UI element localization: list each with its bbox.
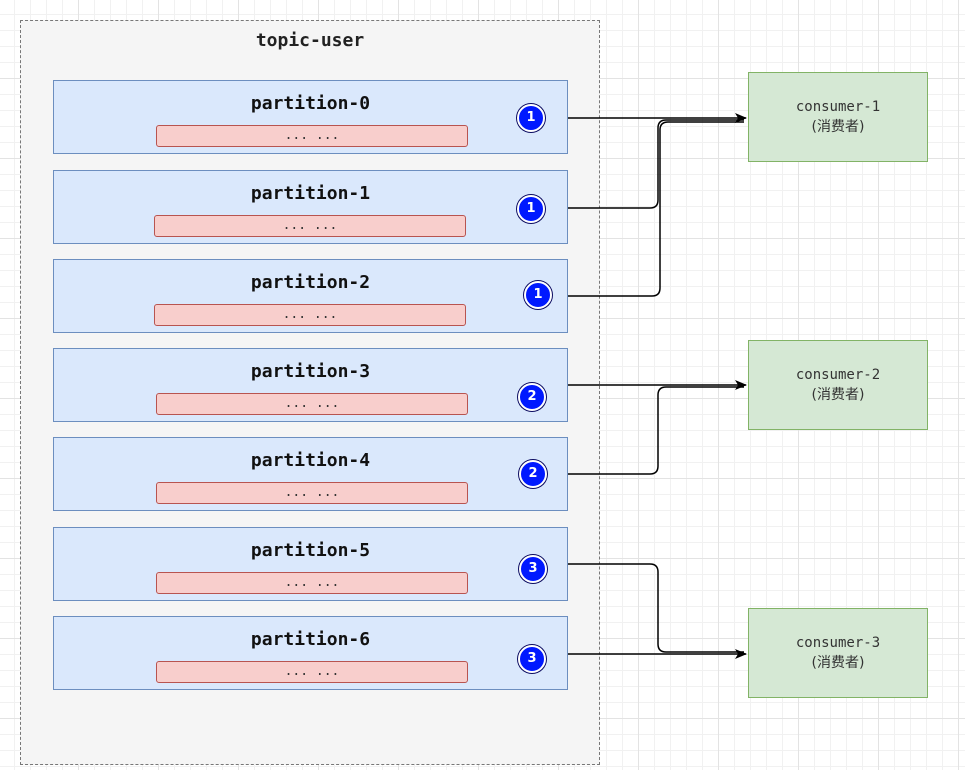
partition-message-bar: ... ... (154, 304, 466, 326)
connector-partition-2 (568, 121, 744, 297)
partition-message-bar: ... ... (156, 661, 468, 683)
partition-label: partition-0 (250, 93, 371, 114)
consumer-box-1[interactable]: consumer-1 (消费者) (748, 72, 928, 162)
connector-partition-5 (568, 563, 744, 653)
partition-label: partition-2 (250, 272, 371, 293)
consumer-number-badge: 1 (517, 104, 545, 132)
consumer-subtitle: (消费者) (811, 655, 865, 671)
consumer-box-3[interactable]: consumer-3 (消费者) (748, 608, 928, 698)
consumer-subtitle: (消费者) (811, 387, 865, 403)
partition-message-bar: ... ... (156, 572, 468, 594)
partition-box-2[interactable]: partition-2 ... ... (53, 259, 568, 333)
consumer-number-badge: 2 (518, 383, 546, 411)
partition-box-5[interactable]: partition-5 ... ... (53, 527, 568, 601)
partition-message-bar: ... ... (156, 482, 468, 504)
partition-label: partition-6 (250, 629, 371, 650)
partition-label: partition-1 (250, 183, 371, 204)
partition-box-6[interactable]: partition-6 ... ... (53, 616, 568, 690)
consumer-number-badge: 1 (524, 281, 552, 309)
partition-label: partition-4 (250, 450, 371, 471)
consumer-number-badge: 1 (517, 195, 545, 223)
partition-box-1[interactable]: partition-1 ... ... (53, 170, 568, 244)
connector-partition-4 (568, 386, 744, 475)
connector-partition-1 (568, 119, 744, 209)
consumer-name: consumer-2 (795, 367, 881, 383)
partition-message-bar: ... ... (154, 215, 466, 237)
consumer-name: consumer-3 (795, 635, 881, 651)
partition-label: partition-5 (250, 540, 371, 561)
partition-message-bar: ... ... (156, 125, 468, 147)
consumer-box-2[interactable]: consumer-2 (消费者) (748, 340, 928, 430)
topic-title: topic-user (255, 30, 365, 51)
consumer-name: consumer-1 (795, 99, 881, 115)
partition-box-4[interactable]: partition-4 ... ... (53, 437, 568, 511)
consumer-subtitle: (消费者) (811, 119, 865, 135)
consumer-number-badge: 2 (519, 460, 547, 488)
partition-box-3[interactable]: partition-3 ... ... (53, 348, 568, 422)
partition-label: partition-3 (250, 361, 371, 382)
consumer-number-badge: 3 (519, 555, 547, 583)
partition-message-bar: ... ... (156, 393, 468, 415)
partition-box-0[interactable]: partition-0 ... ... (53, 80, 568, 154)
consumer-number-badge: 3 (518, 645, 546, 673)
